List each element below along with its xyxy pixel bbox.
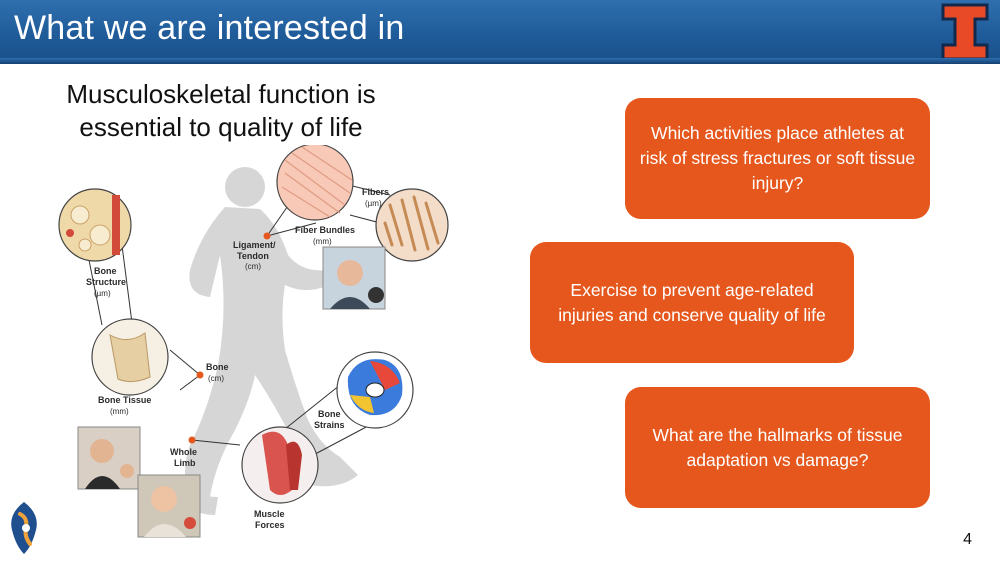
label-fiber-bundles-unit: (mm) [313,237,332,246]
label-ligament: Ligament/ [233,240,276,250]
label-fibers-unit: (µm) [365,199,382,208]
question-box-stress-fractures: Which activities place athletes at risk … [625,98,930,219]
portrait-photo-2 [77,426,141,490]
label-bone-unit: (cm) [208,374,224,383]
page-number: 4 [963,531,972,548]
title-bar: What we are interested in [0,0,1000,64]
bone-structure-circle [58,188,132,262]
question-text: Exercise to prevent age-related injuries… [558,279,826,325]
muscle-forces-circle [241,426,319,504]
label-bone-strains-2: Strains [314,420,345,430]
slide-subtitle: Musculoskeletal function is essential to… [66,79,376,142]
question-text: What are the hallmarks of tissue adaptat… [652,424,903,470]
portrait-photo-1 [322,246,386,310]
label-fibers: Fibers [362,187,389,197]
joint-logo-icon [11,502,37,554]
label-bone-structure-2: Structure [86,277,126,287]
question-box-exercise: Exercise to prevent age-related injuries… [530,242,854,363]
label-bone-tissue-unit: (mm) [110,407,129,416]
musculoskeletal-figure: Fibers (µm) Fiber Bundles (mm) Ligament/… [58,145,449,538]
label-bone-strains-1: Bone [318,409,341,419]
label-bone-tissue: Bone Tissue [98,395,151,405]
label-ligament-unit: (cm) [245,262,261,271]
label-fiber-bundles: Fiber Bundles [295,225,355,235]
slide-title: What we are interested in [14,9,405,47]
bone-tissue-circle [91,318,169,396]
label-whole-limb-2: Limb [174,458,196,468]
label-bone-structure-1: Bone [94,266,117,276]
question-box-hallmarks: What are the hallmarks of tissue adaptat… [625,387,930,508]
question-text: Which activities place athletes at risk … [639,123,916,193]
label-tendon: Tendon [237,251,269,261]
label-whole-limb-1: Whole [170,447,197,457]
bone-strains-circle [336,351,414,429]
fibers-circle [375,188,449,262]
fiber-bundles-circle [276,145,354,221]
label-muscle-forces-1: Muscle [254,509,285,519]
illinois-block-i-logo [941,3,989,61]
label-muscle-forces-2: Forces [255,520,285,530]
portrait-photo-3 [137,474,201,538]
label-bone-structure-unit: (µm) [94,289,111,298]
label-bone: Bone [206,362,229,372]
